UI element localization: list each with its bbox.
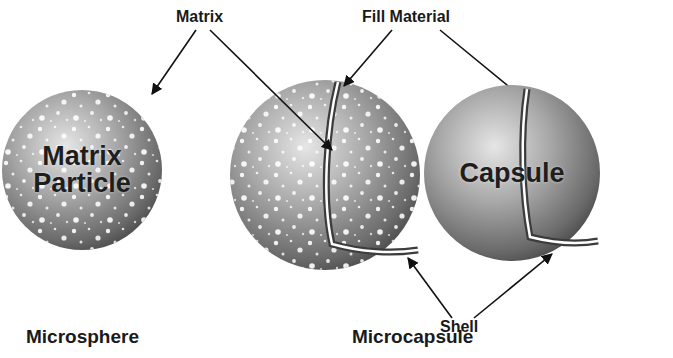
leader-line xyxy=(210,30,332,150)
sphere xyxy=(2,90,162,250)
leader-line xyxy=(344,30,392,86)
matrix-dots xyxy=(2,90,162,250)
part-label: Fill Material xyxy=(362,8,450,26)
caption-label: Microsphere xyxy=(26,326,139,348)
matrix-particle-sphere: Matrix Particle xyxy=(2,90,162,250)
caption-label: Microcapsule xyxy=(352,326,473,348)
leader-line xyxy=(408,258,452,318)
capsule-sphere: Capsule xyxy=(424,85,600,261)
sphere-label: Matrix Particle xyxy=(20,143,145,197)
microcapsule-matrix-sphere xyxy=(230,80,420,270)
sphere-text: Capsule xyxy=(424,85,600,261)
sphere xyxy=(424,85,600,261)
leader-line xyxy=(474,254,552,318)
leader-line xyxy=(152,30,196,94)
part-label: Matrix xyxy=(176,8,223,26)
sphere-text: Matrix Particle xyxy=(2,90,162,250)
sphere-label: Capsule xyxy=(459,160,564,187)
